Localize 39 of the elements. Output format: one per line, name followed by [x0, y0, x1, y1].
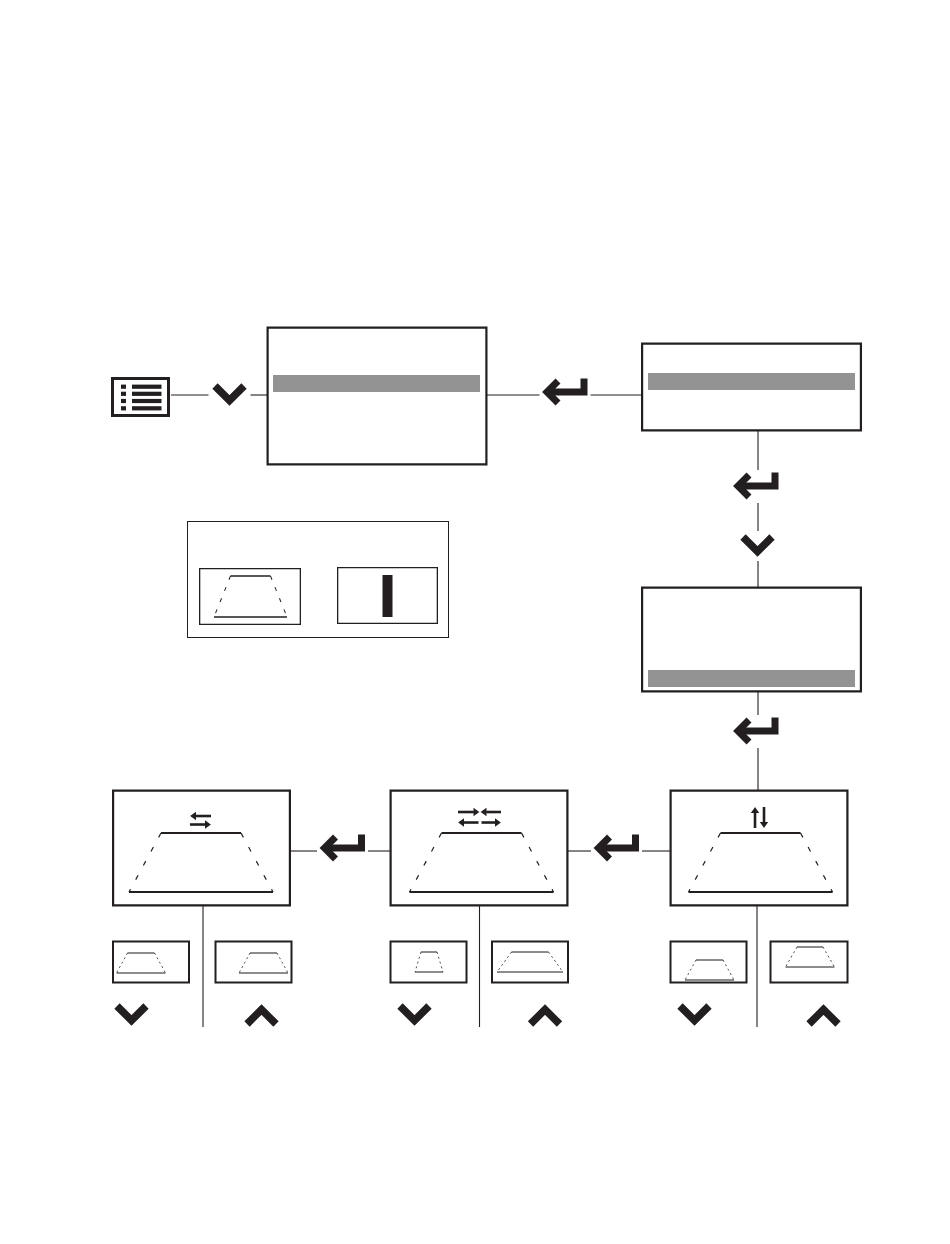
panel-box — [187, 521, 449, 638]
divider-line — [756, 904, 758, 1028]
connector-line — [289, 850, 318, 852]
screen-box — [389, 789, 569, 907]
connector-line — [641, 850, 672, 852]
connector-line — [249, 394, 269, 396]
connector-line — [757, 560, 759, 589]
screen-box — [266, 326, 488, 466]
thumbnail-box — [389, 940, 468, 984]
connector-line — [757, 690, 759, 716]
screen-box — [641, 586, 862, 693]
enter-key-icon — [593, 834, 639, 862]
connector-line — [589, 394, 643, 396]
enter-key-icon — [733, 717, 779, 745]
screen-box — [112, 789, 291, 907]
thumbnail-box — [337, 567, 438, 624]
connector-line — [757, 429, 759, 471]
connector-line — [485, 394, 541, 396]
divider-line — [202, 904, 204, 1028]
menu-icon — [111, 377, 170, 417]
enter-key-icon — [319, 834, 365, 862]
thumbnail-box — [112, 940, 190, 984]
enter-key-icon — [542, 378, 588, 406]
enter-key-icon — [733, 472, 779, 500]
thumbnail-box — [769, 940, 849, 984]
connector-line — [367, 850, 392, 852]
down-chevron-icon — [212, 383, 247, 406]
thumbnail-box — [199, 568, 301, 625]
thumbnail-box — [491, 940, 569, 984]
screen-box — [669, 789, 849, 907]
connector-line — [170, 394, 210, 396]
connector-line — [757, 747, 759, 792]
divider-line — [478, 904, 481, 1028]
connector-line — [757, 502, 759, 532]
thumbnail-box — [669, 940, 748, 984]
screen-box — [641, 342, 862, 432]
connector-line — [566, 850, 592, 852]
down-chevron-icon — [740, 534, 775, 557]
thumbnail-box — [214, 940, 293, 984]
